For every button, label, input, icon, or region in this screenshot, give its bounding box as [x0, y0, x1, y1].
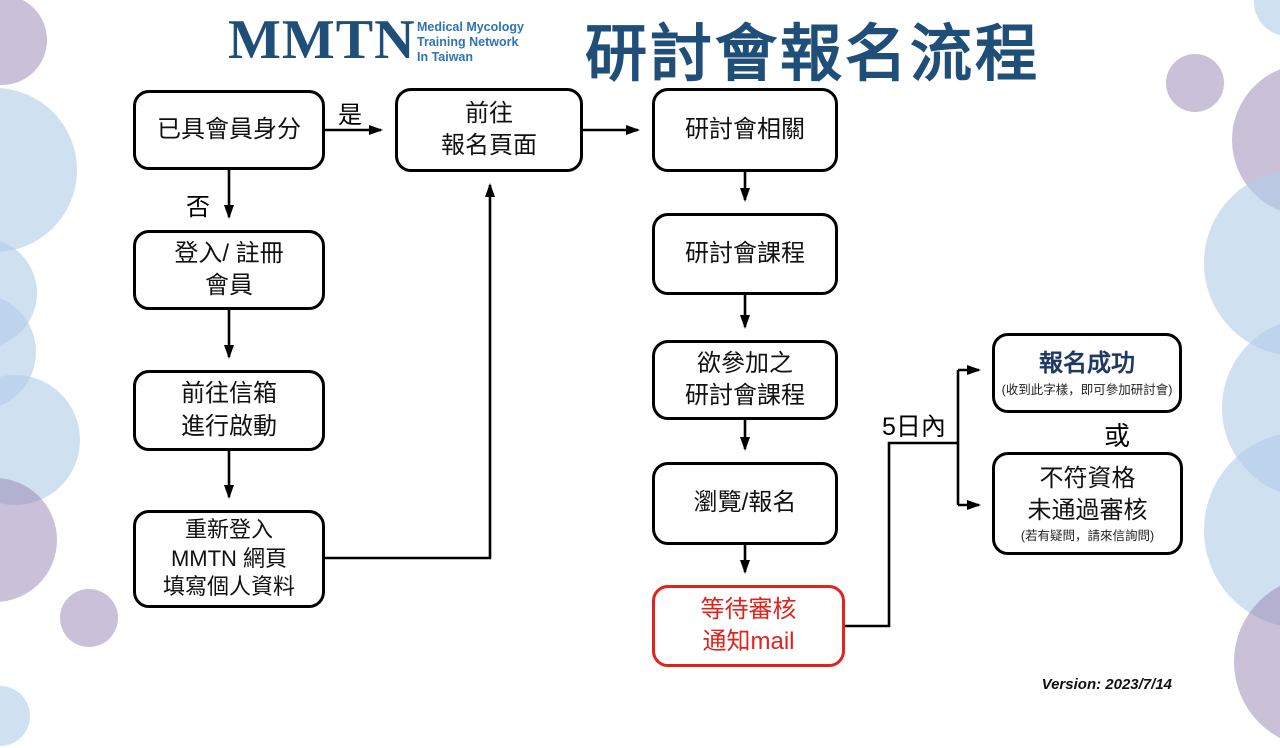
success-title: 報名成功 — [1039, 350, 1135, 378]
node-relogin-fill-profile: 重新登入 MMTN 網頁 填寫個人資料 — [133, 510, 325, 608]
node-seminar-related: 研討會相關 — [652, 88, 838, 172]
decorative-circle — [0, 478, 57, 602]
decorative-circle — [1166, 54, 1224, 112]
success-note: (收到此字樣，即可參加研討會) — [1001, 382, 1173, 397]
mmtn-logo-subtitle: Medical Mycology Training Network In Tai… — [417, 20, 524, 64]
decorative-circle — [0, 88, 77, 252]
connector-waitreview-branch-elbow — [845, 441, 958, 628]
version-text: Version: 2023/7/14 — [1041, 676, 1172, 693]
node-login-register: 登入/ 註冊 會員 — [133, 230, 325, 310]
decorative-circle — [60, 589, 118, 647]
decorative-circle — [0, 0, 47, 85]
edge-label-or: 或 — [1104, 421, 1131, 451]
decorative-circle — [1254, 0, 1280, 36]
page-title: 研討會報名流程 — [585, 20, 1041, 89]
node-wait-review-mail: 等待審核 通知mail — [652, 585, 845, 667]
decorative-circle — [0, 686, 30, 746]
node-not-qualified: 不符資格 未通過審核 (若有疑問，請來信詢問) — [992, 452, 1183, 555]
node-browse-register: 瀏覽/報名 — [652, 462, 838, 545]
mmtn-logo: MMTN — [228, 9, 416, 71]
rejected-title: 不符資格 未通過審核 — [1027, 464, 1148, 524]
connector-relogin-to-goto-elbow — [325, 183, 495, 560]
edge-label-no: 否 — [186, 194, 210, 221]
node-activate-mailbox: 前往信箱 進行啟動 — [133, 370, 325, 451]
edge-label-yes: 是 — [338, 102, 362, 129]
node-goto-registration: 前往 報名頁面 — [395, 88, 583, 172]
rejected-note: (若有疑問，請來信詢問) — [1020, 529, 1155, 544]
edge-label-within-5-days: 5日內 — [882, 413, 946, 441]
node-desired-courses: 欲參加之 研討會課程 — [652, 340, 838, 420]
node-member-check: 已具會員身分 — [133, 90, 325, 170]
node-registration-success: 報名成功 (收到此字樣，即可參加研討會) — [992, 333, 1182, 413]
node-seminar-courses: 研討會課程 — [652, 213, 838, 295]
